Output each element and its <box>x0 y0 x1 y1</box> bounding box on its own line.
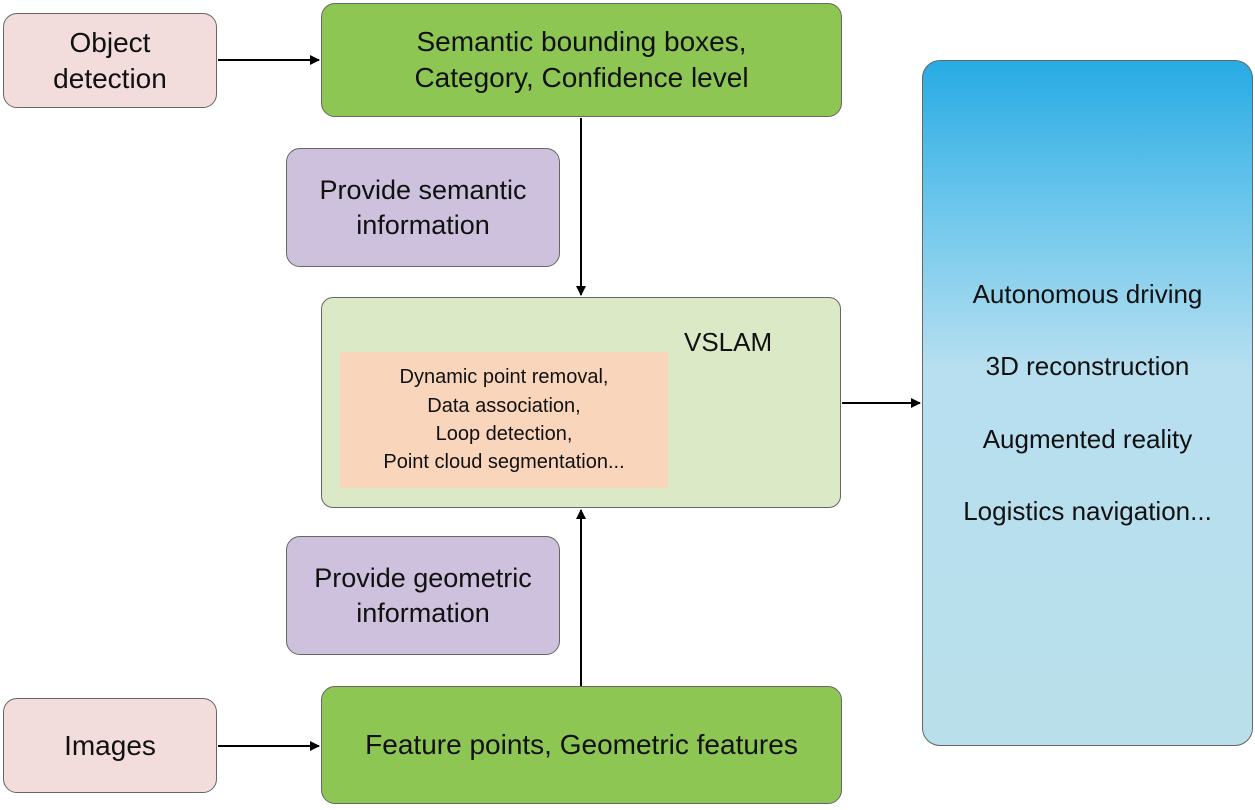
provide-geometric-info-label: Provide geometric information <box>314 562 532 628</box>
feature-outputs-node: Feature points, Geometric features <box>321 686 842 804</box>
application-item: 3D reconstruction <box>985 351 1190 381</box>
object-detection-label: Object detection <box>53 26 167 94</box>
images-node: Images <box>3 698 217 793</box>
images-label: Images <box>64 729 156 761</box>
object-detection-node: Object detection <box>3 13 217 108</box>
provide-geometric-info-node: Provide geometric information <box>286 536 560 655</box>
application-item: Logistics navigation... <box>963 496 1212 526</box>
feature-outputs-label: Feature points, Geometric features <box>365 729 798 761</box>
vslam-tasks-box: Dynamic point removal, Data association,… <box>340 352 668 488</box>
vslam-tasks-label: Dynamic point removal, Data association,… <box>383 366 625 474</box>
application-item: Autonomous driving <box>972 279 1203 309</box>
provide-semantic-info-label: Provide semantic information <box>319 174 527 240</box>
application-item: Augmented reality <box>982 424 1193 454</box>
vslam-node: VSLAM Dynamic point removal, Data associ… <box>321 297 841 508</box>
semantic-outputs-label: Semantic bounding boxes, Category, Confi… <box>414 26 749 93</box>
vslam-title: VSLAM <box>684 327 773 357</box>
applications-node: Autonomous driving 3D reconstruction Aug… <box>922 60 1253 746</box>
semantic-outputs-node: Semantic bounding boxes, Category, Confi… <box>321 3 842 117</box>
provide-semantic-info-node: Provide semantic information <box>286 148 560 267</box>
